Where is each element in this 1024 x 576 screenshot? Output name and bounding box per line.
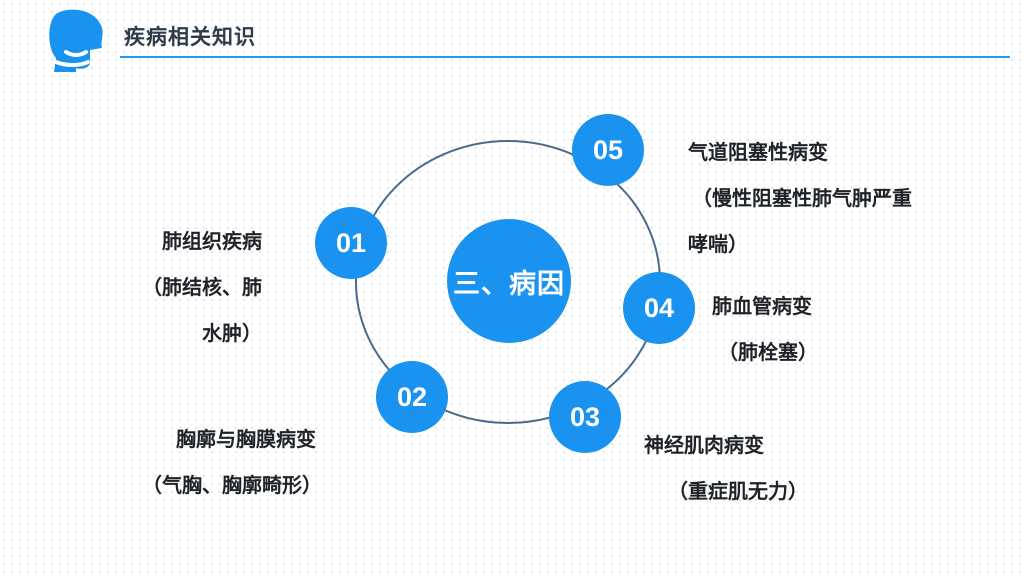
- label-01: 肺组织疾病 （肺结核、肺 水肿）: [142, 226, 262, 348]
- header: 疾病相关知识: [0, 0, 1024, 72]
- head-profile-icon: [49, 9, 103, 72]
- label-04: 肺血管病变 （肺栓塞）: [712, 291, 818, 367]
- label-04-line-2: （肺栓塞）: [718, 340, 818, 364]
- header-divider: [120, 56, 1010, 58]
- node-04: 04: [623, 272, 695, 344]
- label-01-line-2: （肺结核、肺: [142, 275, 262, 299]
- node-03: 03: [549, 381, 621, 453]
- label-02-line-1: 胸廓与胸膜病变: [176, 427, 316, 451]
- label-03-line-2: （重症肌无力）: [668, 479, 808, 503]
- node-02: 02: [376, 361, 448, 433]
- label-04-line-1: 肺血管病变: [712, 294, 812, 318]
- label-01-line-3: 水肿）: [202, 321, 262, 345]
- page-title: 疾病相关知识: [124, 25, 256, 49]
- node-01: 01: [315, 207, 387, 279]
- label-01-line-1: 肺组织疾病: [162, 229, 262, 253]
- label-03-line-1: 神经肌肉病变: [644, 433, 764, 457]
- center-circle: 三、病因: [447, 219, 571, 343]
- label-02: 胸廓与胸膜病变 （气胸、胸廓畸形）: [142, 424, 322, 500]
- label-05-line-1: 气道阻塞性病变: [688, 140, 828, 164]
- node-05: 05: [572, 114, 644, 186]
- label-05-line-3: 哮喘）: [688, 232, 748, 256]
- label-05-line-2: （慢性阻塞性肺气肿严重: [692, 186, 912, 210]
- label-02-line-2: （气胸、胸廓畸形）: [142, 473, 322, 497]
- label-05: 气道阻塞性病变 （慢性阻塞性肺气肿严重 哮喘）: [688, 137, 912, 259]
- label-03: 神经肌肉病变 （重症肌无力）: [644, 430, 808, 506]
